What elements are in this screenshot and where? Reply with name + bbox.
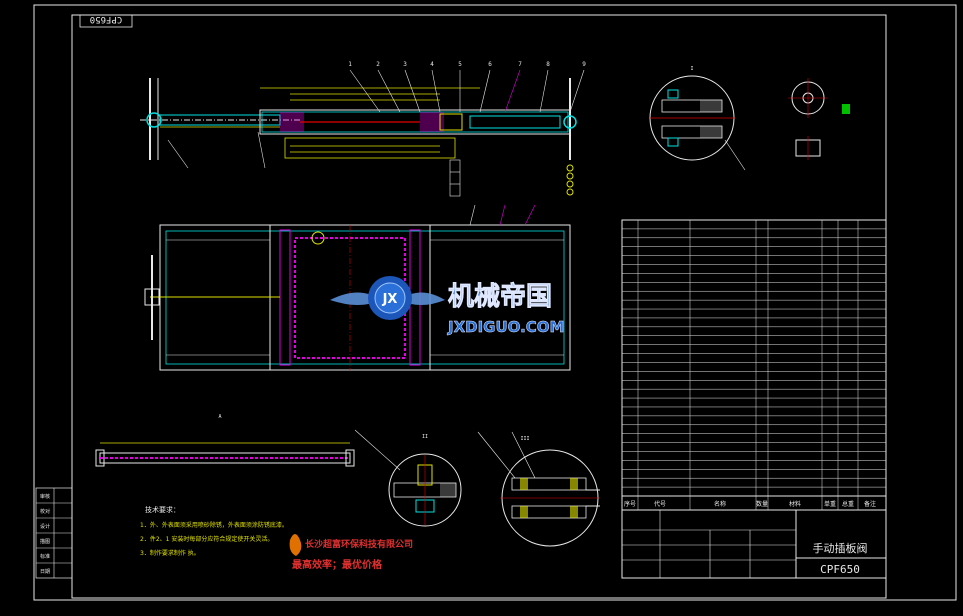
part-detail-view — [788, 78, 850, 160]
company-slogan: 最高效率；最优价格 — [292, 558, 383, 571]
balloon-7: 7 — [518, 61, 522, 68]
balloon-8: 8 — [546, 61, 550, 68]
balloon-4: 4 — [430, 61, 434, 68]
balloon-1: 1 — [348, 61, 352, 68]
balloon-2: 2 — [376, 61, 380, 68]
company-stamp: 长沙超富环保科技有限公司 最高效率；最优价格 — [289, 534, 413, 571]
code-stamp-box — [79, 14, 133, 28]
plan-view — [144, 204, 571, 371]
watermark-brand-cn: 机械帝国 — [448, 281, 552, 312]
view-label-iii: III — [520, 436, 529, 442]
balloon-5: 5 — [458, 61, 462, 68]
left-tag-block: 审核 校对 设计 描图 标准 日期 — [35, 487, 73, 579]
technical-requirements: 技术要求： 1．外、外表面须采用喷砂除锈，外表面须涂防锈底漆。 2．件2、1 安… — [140, 505, 288, 557]
side-section-view: A — [95, 414, 355, 467]
tech-req-1: 1．外、外表面须采用喷砂除锈，外表面须涂防锈底漆。 — [140, 521, 288, 529]
bill-of-materials — [621, 219, 887, 511]
bom-col-total-weight: 总重 — [842, 500, 854, 508]
detail-view-ii: II — [354, 429, 462, 527]
title-block: 手动插板阀 CPF650 — [621, 509, 887, 579]
detail-view-iii: III — [477, 431, 600, 547]
company-name: 长沙超富环保科技有限公司 — [305, 538, 413, 550]
view-label-a: A — [218, 414, 221, 420]
left-tag-0: 审核 — [40, 493, 50, 500]
outer-frame — [33, 4, 957, 601]
drawing-title: 手动插板阀 — [813, 541, 868, 555]
left-tag-5: 日期 — [40, 569, 50, 575]
left-tag-4: 标准 — [40, 553, 50, 560]
bom-frame — [621, 219, 887, 511]
view-label-i: I — [690, 66, 693, 72]
watermark-logo-letters: JX — [382, 292, 398, 307]
tech-req-2: 2．件2、1 安装时每部分应符合规定使开关灵活。 — [140, 535, 273, 543]
left-tag-2: 设计 — [40, 523, 50, 530]
company-flame-icon — [289, 534, 302, 556]
bom-col-no: 序号 — [624, 500, 636, 508]
watermark: JX 机械帝国 JXDIGUO.COM — [330, 276, 565, 336]
balloon-3: 3 — [403, 61, 407, 68]
code-stamp: CPF650 — [90, 14, 123, 24]
tech-req-title: 技术要求： — [145, 505, 180, 514]
bom-col-unit-weight: 单重 — [824, 500, 836, 508]
bom-col-material: 材料 — [789, 500, 801, 508]
bom-col-name: 名称 — [714, 500, 726, 508]
view-label-ii: II — [422, 434, 428, 440]
bom-col-remark: 备注 — [864, 500, 876, 508]
bom-header-row: 序号 代号 名称 数量 材料 单重 总重 备注 — [621, 495, 887, 511]
detail-view-i: I — [649, 66, 746, 171]
bom-col-qty: 数量 — [756, 500, 768, 508]
left-tag-1: 校对 — [40, 508, 50, 515]
watermark-wing-left — [330, 292, 380, 305]
left-tag-3: 描图 — [40, 538, 50, 545]
front-section-view — [140, 69, 585, 197]
bom-col-code: 代号 — [654, 500, 666, 508]
balloon-9: 9 — [582, 61, 586, 68]
drawing-model: CPF650 — [820, 563, 860, 576]
tech-req-3: 3．制作要求制作 执。 — [140, 549, 200, 557]
balloon-6: 6 — [488, 61, 492, 68]
watermark-brand-url: JXDIGUO.COM — [447, 318, 564, 336]
